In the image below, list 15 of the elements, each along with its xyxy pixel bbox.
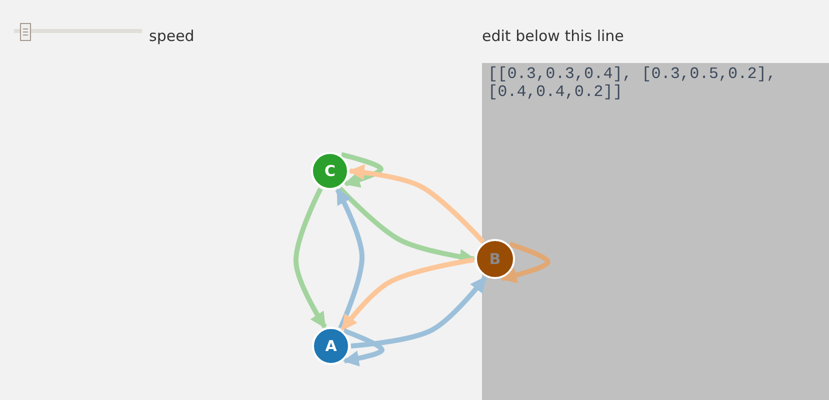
transition-arrow <box>335 188 364 330</box>
transition-arrow <box>342 328 384 366</box>
editor-hint: edit below this line <box>482 27 624 45</box>
state-circle <box>311 152 349 190</box>
state-label: C <box>324 164 336 178</box>
transition-arrow <box>350 276 488 348</box>
slider-label: speed <box>149 27 194 45</box>
transition-arrow <box>340 257 474 332</box>
state-circle <box>312 327 350 365</box>
transition-arrow <box>340 152 384 188</box>
state-label: B <box>489 252 501 266</box>
state-label: A <box>325 338 337 354</box>
transition-arrow <box>348 164 485 244</box>
transition-arrow <box>500 242 550 284</box>
transition-arrow <box>294 188 327 328</box>
